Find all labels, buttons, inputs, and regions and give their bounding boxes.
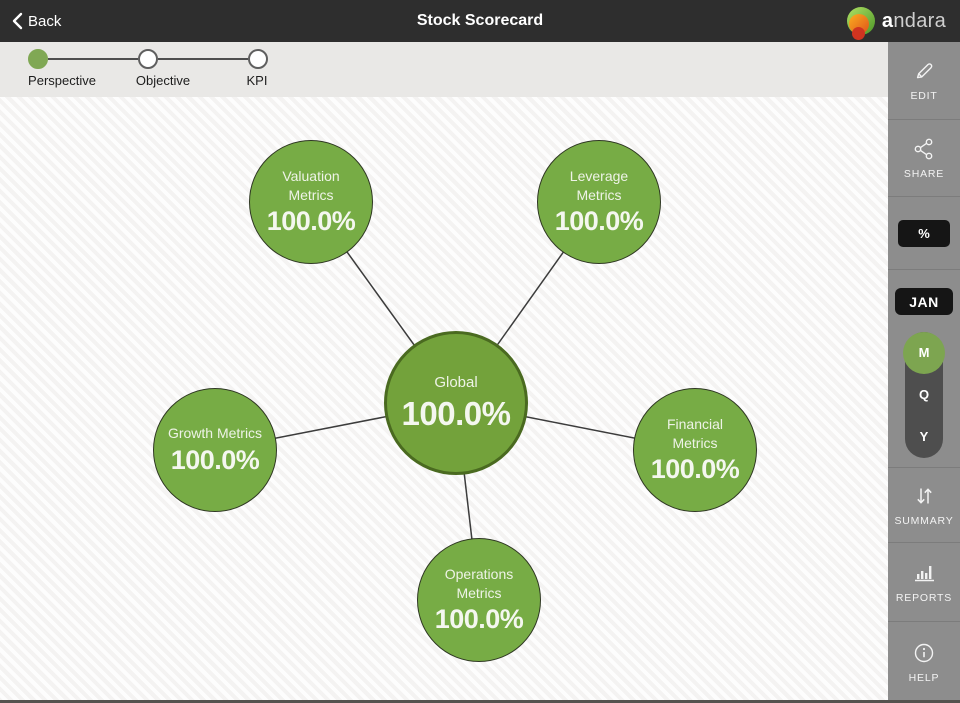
back-button[interactable]: Back — [0, 12, 61, 30]
percent-toggle-section: % — [888, 197, 960, 270]
stepper-connector — [158, 58, 248, 60]
edit-button[interactable]: EDIT — [888, 42, 960, 120]
bottom-edge-strip — [0, 700, 960, 703]
step-label-objective[interactable]: Objective — [135, 73, 191, 88]
node-leverage-metrics[interactable]: Leverage Metrics 100.0% — [537, 140, 661, 264]
breadcrumb-stepper: Perspective Objective KPI — [0, 42, 888, 97]
step-dot-objective[interactable] — [138, 49, 158, 69]
help-label: HELP — [908, 672, 940, 684]
andara-logo-icon — [846, 7, 875, 40]
share-label: SHARE — [903, 167, 945, 180]
pencil-icon — [916, 63, 933, 79]
node-valuation-metrics[interactable]: Valuation Metrics 100.0% — [249, 140, 373, 264]
step-dot-perspective[interactable] — [28, 49, 48, 69]
reports-button[interactable]: REPORTS — [888, 543, 960, 622]
node-value: 100.0% — [650, 453, 740, 484]
step-dot-kpi[interactable] — [248, 49, 268, 69]
summary-button[interactable]: SUMMARY — [888, 468, 960, 543]
node-label: Operations Metrics — [444, 566, 514, 601]
period-section: JAN M Q Y — [888, 270, 960, 468]
sort-arrows-icon — [917, 487, 932, 504]
period-option-quarter[interactable]: Q — [918, 387, 930, 402]
node-operations-metrics[interactable]: Operations Metrics 100.0% — [417, 538, 541, 662]
node-value: 100.0% — [401, 394, 511, 432]
info-icon — [914, 643, 934, 663]
brand-logo: andara — [846, 0, 946, 42]
period-option-year[interactable]: Y — [919, 429, 929, 444]
node-label: Financial Metrics — [666, 416, 724, 451]
period-toggle: M Q Y — [903, 332, 945, 458]
month-button[interactable]: JAN — [895, 288, 953, 315]
summary-label: SUMMARY — [894, 514, 954, 527]
bar-chart-icon — [915, 565, 934, 581]
step-label-perspective[interactable]: Perspective — [28, 73, 96, 88]
node-value: 100.0% — [434, 603, 524, 634]
stepper-connector — [48, 58, 138, 60]
percent-button[interactable]: % — [898, 219, 950, 247]
node-label: Valuation Metrics — [282, 168, 340, 203]
node-label: Global — [434, 374, 478, 392]
logo-red-circle — [851, 27, 865, 40]
node-label: Leverage Metrics — [569, 168, 629, 203]
period-option-month[interactable]: M — [903, 332, 945, 374]
brand-name: andara — [882, 10, 946, 33]
page-title: Stock Scorecard — [416, 12, 544, 29]
node-global[interactable]: Global 100.0% — [384, 331, 528, 475]
top-bar: Back Stock Scorecard andara — [0, 0, 960, 42]
edit-label: EDIT — [910, 90, 938, 102]
node-value: 100.0% — [266, 205, 356, 236]
help-button[interactable]: HELP — [888, 622, 960, 703]
node-value: 100.0% — [170, 444, 260, 475]
node-financial-metrics[interactable]: Financial Metrics 100.0% — [633, 388, 757, 512]
scorecard-canvas: Global 100.0% Valuation Metrics 100.0% L… — [0, 97, 888, 703]
chevron-left-icon — [12, 12, 23, 30]
share-icon — [914, 138, 933, 159]
brand-name-rest: ndara — [893, 9, 946, 32]
step-label-kpi[interactable]: KPI — [246, 73, 268, 88]
share-button[interactable]: SHARE — [888, 120, 960, 197]
back-label: Back — [28, 12, 62, 30]
right-toolbar: EDIT SHARE % JAN M Q Y — [888, 42, 960, 703]
reports-label: REPORTS — [895, 591, 953, 604]
logo-orange-circle — [848, 14, 869, 40]
brand-name-lead: a — [881, 9, 894, 32]
node-label: Growth Metrics — [167, 425, 263, 442]
node-growth-metrics[interactable]: Growth Metrics 100.0% — [153, 388, 277, 512]
node-value: 100.0% — [554, 205, 644, 236]
